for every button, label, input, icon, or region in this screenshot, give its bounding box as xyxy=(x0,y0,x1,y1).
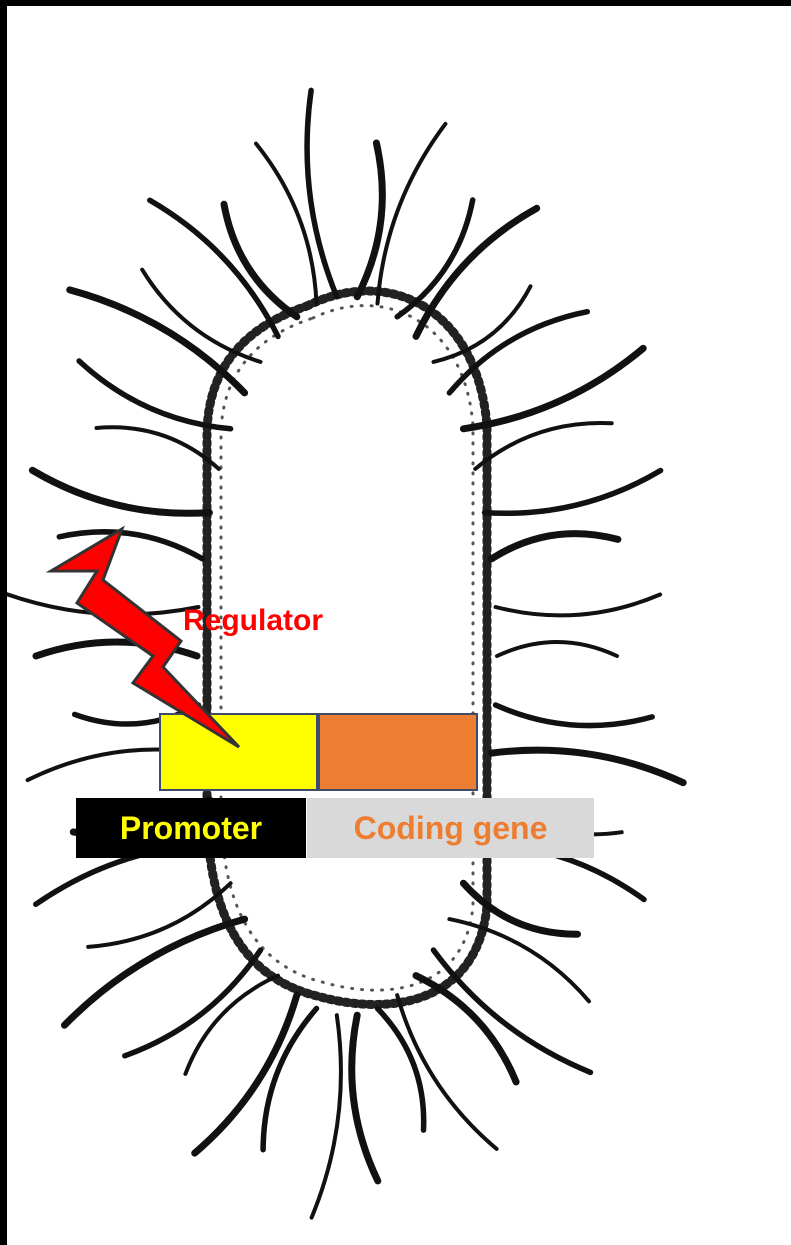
flagellum xyxy=(195,995,297,1153)
flagellum xyxy=(497,642,617,656)
flagellum xyxy=(59,532,202,559)
flagellum xyxy=(312,1015,341,1217)
flagellum xyxy=(357,143,382,297)
diagram-canvas: Promoter Coding gene Regulator xyxy=(7,6,791,1245)
promoter-label: Promoter xyxy=(76,798,306,858)
promoter-block xyxy=(159,713,318,791)
flagellum xyxy=(378,1009,424,1131)
flagellum xyxy=(491,534,618,559)
flagellum xyxy=(7,592,198,614)
flagellum xyxy=(125,950,261,1056)
flagellum xyxy=(485,471,661,514)
flagellum xyxy=(36,642,197,656)
flagellum xyxy=(65,919,245,1025)
flagellum xyxy=(463,348,643,429)
cell-body xyxy=(207,291,487,1004)
flagellum xyxy=(150,200,278,336)
flagellum xyxy=(263,1009,316,1150)
bacterium-drawing xyxy=(7,6,791,1245)
coding-gene-block xyxy=(318,713,478,791)
flagellum xyxy=(397,995,496,1149)
flagellum xyxy=(97,427,219,469)
flagellum xyxy=(32,470,209,513)
regulator-label: Regulator xyxy=(183,604,323,638)
flagellum xyxy=(378,124,446,304)
coding-gene-label: Coding gene xyxy=(307,798,594,858)
flagellum xyxy=(88,883,230,947)
flagellum xyxy=(491,750,683,783)
flagellum xyxy=(185,976,278,1074)
flagellum xyxy=(475,423,612,469)
flagellum xyxy=(352,1015,378,1181)
flagellum xyxy=(224,204,297,317)
flagellum xyxy=(496,595,660,616)
flagellum xyxy=(496,705,653,726)
